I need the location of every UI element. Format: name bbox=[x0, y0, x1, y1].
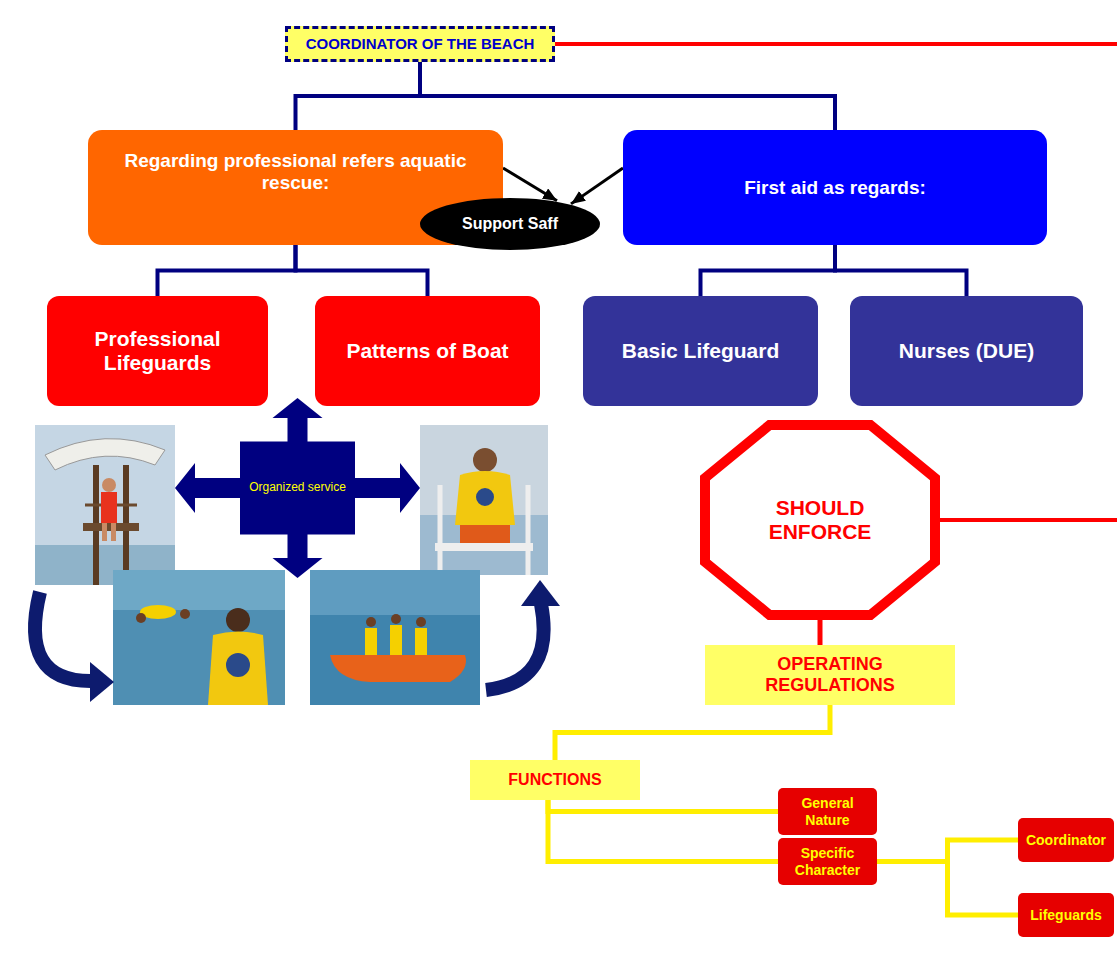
curved-arrow-head bbox=[521, 580, 560, 606]
sea bbox=[113, 570, 285, 705]
ellipse-fill bbox=[420, 198, 600, 250]
group-box: First aid as regards: bbox=[623, 130, 1047, 245]
connector-line bbox=[548, 800, 778, 862]
coordinator-box: COORDINATOR OF THE BEACH bbox=[285, 26, 555, 62]
function-box: Coordinator bbox=[1018, 818, 1114, 862]
crew-head bbox=[391, 614, 401, 624]
chair-leg bbox=[526, 485, 531, 575]
boat-photo bbox=[310, 570, 480, 705]
connector-line bbox=[835, 245, 967, 296]
person-leg bbox=[111, 523, 116, 541]
person-head bbox=[226, 608, 250, 632]
node-label: General Nature bbox=[784, 795, 871, 827]
regulations-box: OPERATING REGULATIONS bbox=[705, 645, 955, 705]
person-shorts bbox=[460, 525, 510, 543]
crew-member bbox=[390, 625, 402, 658]
connector-line bbox=[701, 245, 836, 296]
swimmer-head bbox=[136, 613, 146, 623]
connector-line bbox=[296, 245, 428, 296]
crew-member bbox=[415, 628, 427, 658]
cross-arrow-fill bbox=[175, 398, 420, 578]
person-body bbox=[101, 492, 117, 523]
node-label: COORDINATOR OF THE BEACH bbox=[306, 35, 535, 52]
shirt-emblem bbox=[225, 652, 251, 678]
node-label: Regarding professional refers aquatic re… bbox=[98, 150, 493, 194]
node-label: Patterns of Boat bbox=[346, 339, 508, 363]
umbrella bbox=[45, 439, 165, 470]
chair-leg bbox=[438, 485, 443, 575]
node-label: Nurses (DUE) bbox=[899, 339, 1034, 363]
cross-arrow-shape: Organized service bbox=[175, 398, 420, 578]
connector-line bbox=[818, 620, 823, 645]
function-box: Lifeguards bbox=[1018, 893, 1114, 937]
node-label: Lifeguards bbox=[1030, 907, 1102, 923]
sea-far bbox=[113, 570, 285, 610]
node-label: Coordinator bbox=[1026, 832, 1106, 848]
rescue-photo bbox=[113, 570, 285, 705]
role-box: Nurses (DUE) bbox=[850, 296, 1083, 406]
connector-line bbox=[555, 705, 830, 760]
person-head bbox=[473, 448, 497, 472]
person-shirt bbox=[208, 632, 268, 706]
chair-seat bbox=[435, 543, 533, 551]
role-box: Basic Lifeguard bbox=[583, 296, 818, 406]
function-box: General Nature bbox=[778, 788, 877, 835]
crew-member bbox=[365, 628, 377, 658]
boat-hull bbox=[330, 655, 466, 682]
chair-photo bbox=[420, 425, 548, 575]
curved-arrow-head bbox=[90, 662, 114, 702]
crew-head bbox=[416, 617, 426, 627]
node-label: Organized service bbox=[249, 481, 346, 495]
tower-photo bbox=[35, 425, 175, 585]
curved-arrow-shaft bbox=[35, 592, 92, 681]
node-label: Support Saff bbox=[462, 215, 558, 233]
node-label: First aid as regards: bbox=[744, 177, 926, 199]
stop-octagon: SHOULD ENFORCE bbox=[700, 420, 940, 620]
connector-line bbox=[158, 245, 296, 296]
connector-line bbox=[296, 62, 421, 130]
swimmer-head bbox=[180, 609, 190, 619]
connector-line bbox=[571, 168, 623, 204]
node-label: FUNCTIONS bbox=[508, 771, 601, 789]
connector-line bbox=[548, 800, 778, 812]
support-ellipse: Support Saff bbox=[420, 198, 600, 250]
connector-line bbox=[877, 862, 1018, 916]
octagon-outline bbox=[705, 425, 935, 615]
node-label: Basic Lifeguard bbox=[622, 339, 780, 363]
node-label: OPERATING REGULATIONS bbox=[715, 654, 945, 695]
functions-box: FUNCTIONS bbox=[470, 760, 640, 800]
node-label: Specific Character bbox=[784, 845, 871, 877]
person-leg bbox=[102, 523, 107, 541]
sea-far bbox=[310, 570, 480, 615]
node-label: Professional Lifeguards bbox=[57, 327, 258, 375]
crew-head bbox=[366, 617, 376, 627]
sky bbox=[420, 425, 548, 575]
sky bbox=[35, 425, 175, 585]
cycle-arrow bbox=[486, 580, 560, 690]
shirt-emblem bbox=[475, 487, 495, 507]
node-label: SHOULD ENFORCE bbox=[740, 496, 900, 544]
connector-line bbox=[420, 62, 835, 130]
connector-line bbox=[503, 168, 557, 201]
curved-arrow-shaft bbox=[486, 604, 544, 690]
role-box: Patterns of Boat bbox=[315, 296, 540, 406]
cycle-arrow bbox=[35, 592, 114, 702]
sea bbox=[310, 570, 480, 705]
connector-line bbox=[877, 840, 1018, 862]
function-box: Specific Character bbox=[778, 838, 877, 885]
person-head bbox=[102, 478, 116, 492]
role-box: Professional Lifeguards bbox=[47, 296, 268, 406]
person-shirt bbox=[455, 471, 515, 525]
